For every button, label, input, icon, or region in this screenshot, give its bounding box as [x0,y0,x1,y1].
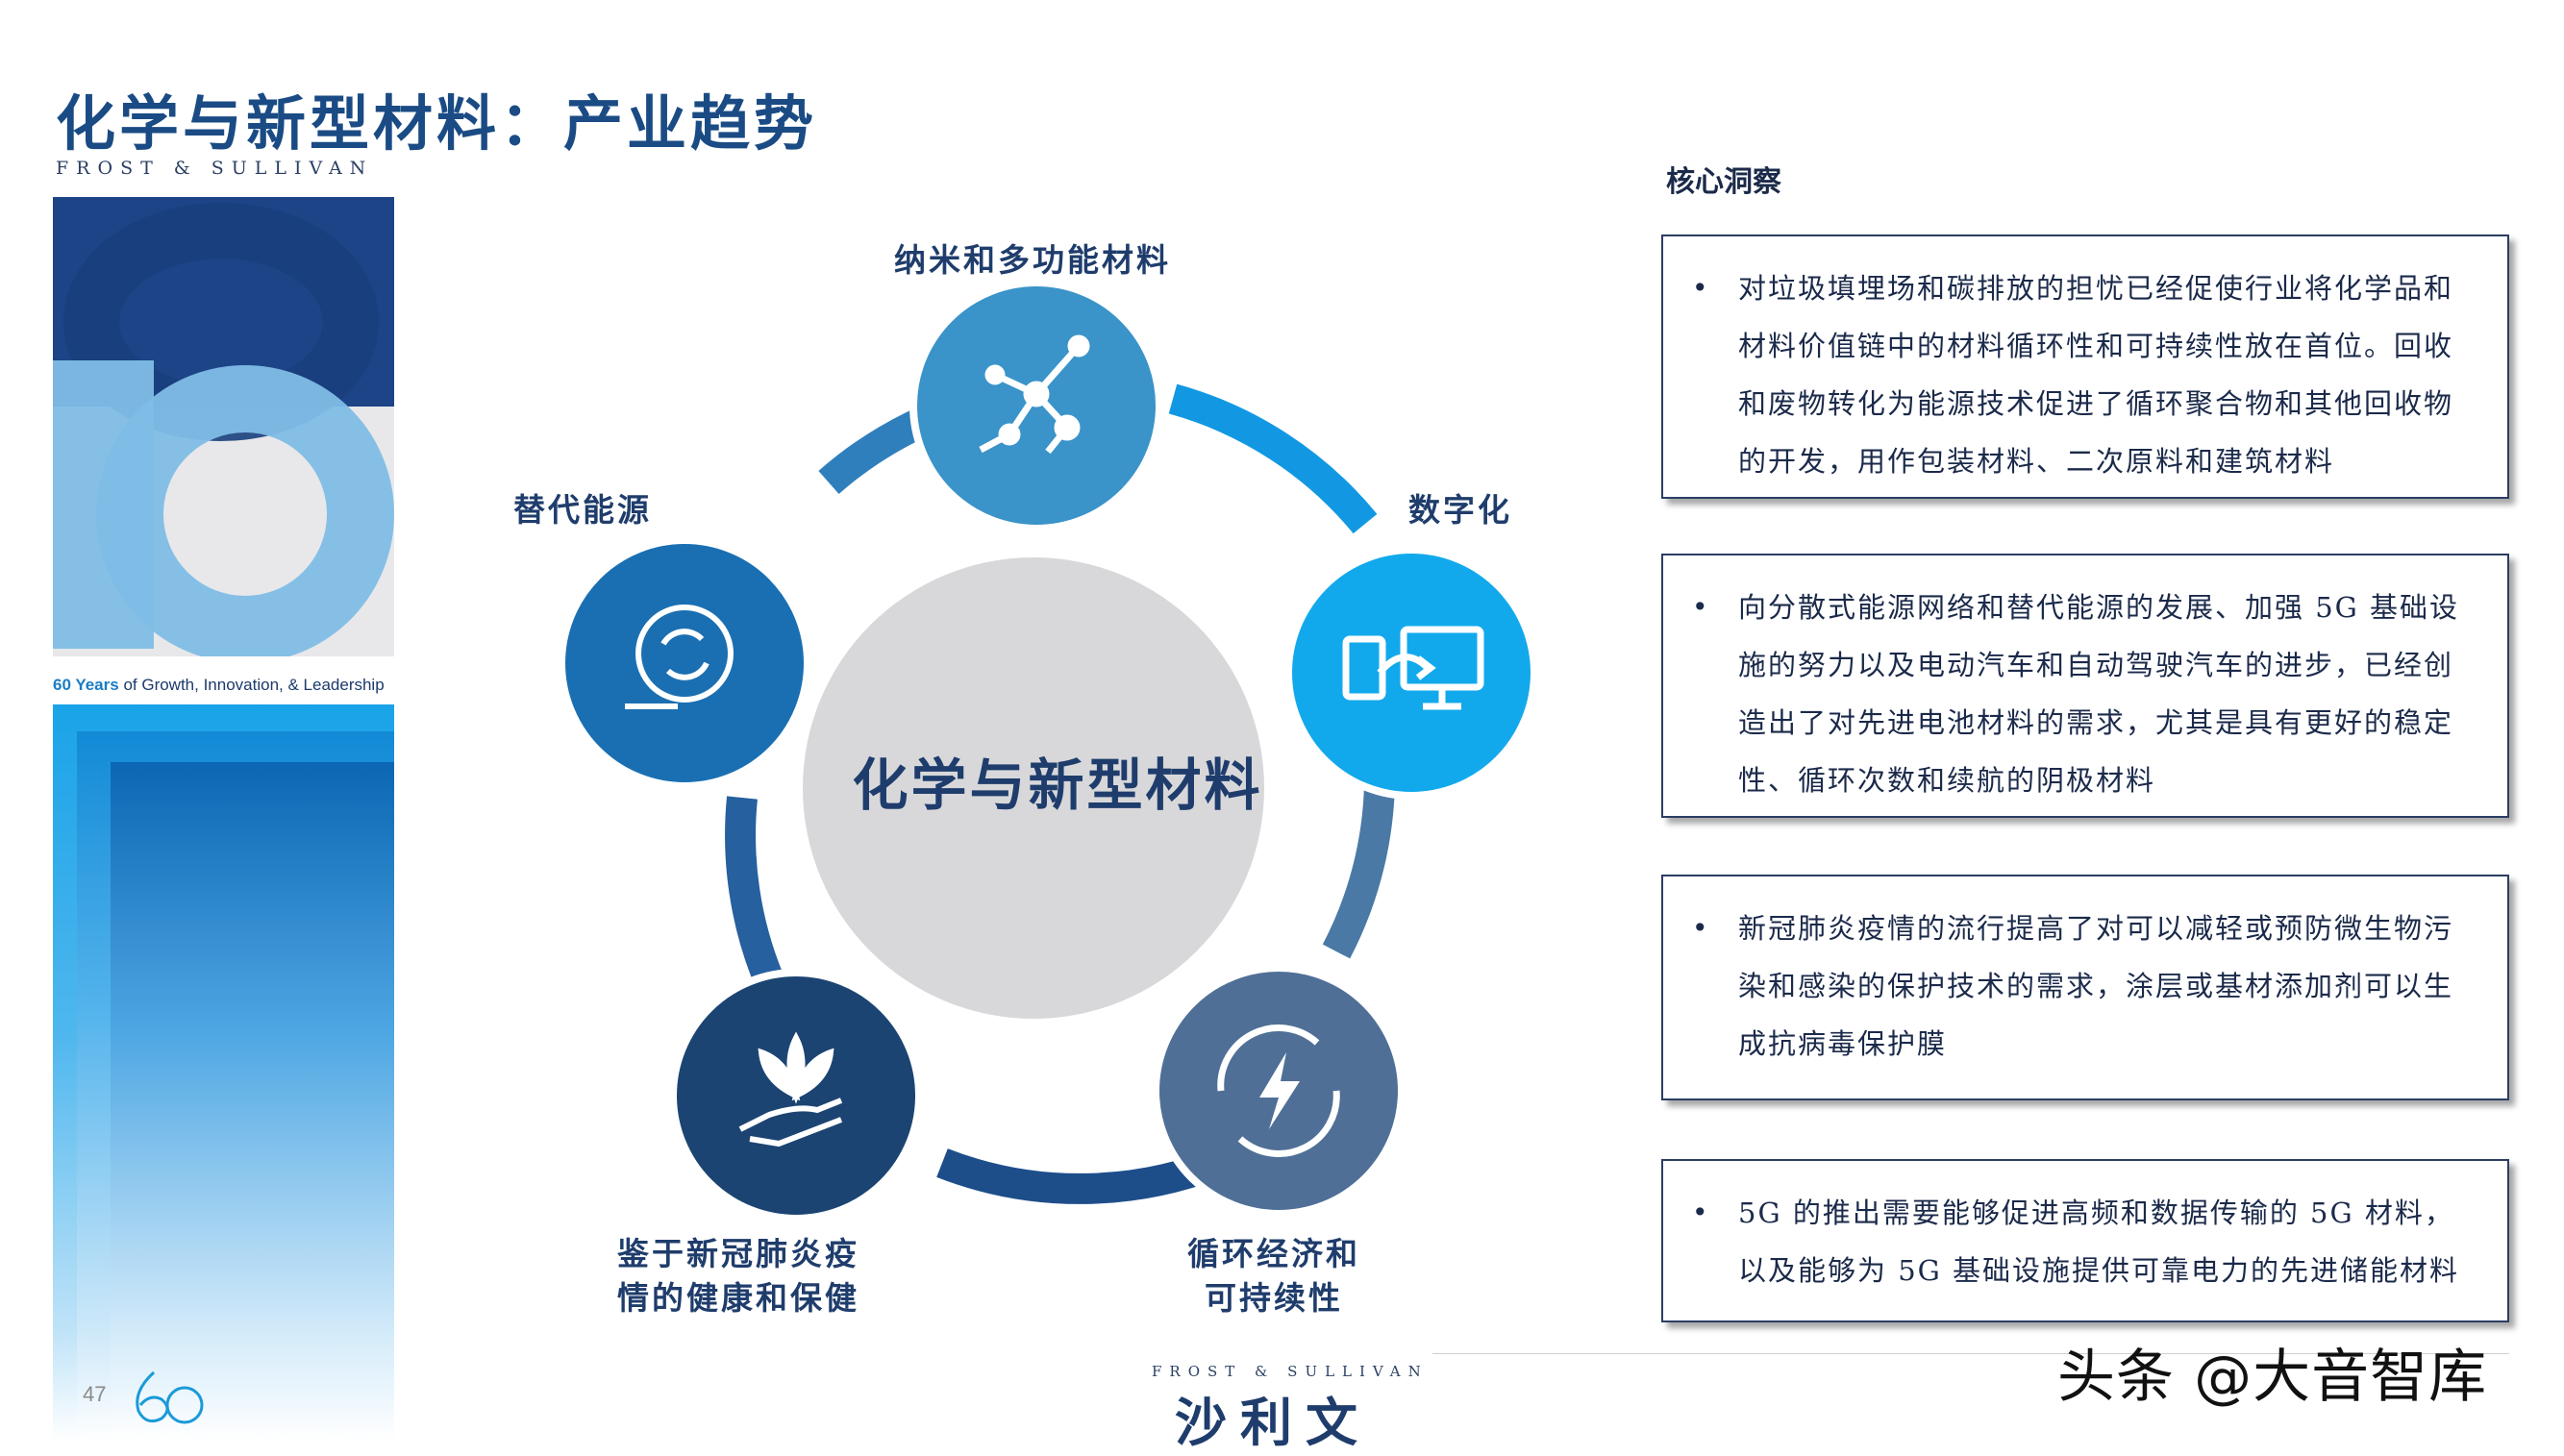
node-label-digital: 数字化 [1408,491,1512,529]
decorative-gradient-panel [53,704,394,1442]
hand-lotus-icon [738,1031,843,1148]
insight-card-4: • 5G 的推出需要能够促进高频和数据传输的 5G 材料，以及能够为 5G 基础… [1661,1159,2509,1322]
footer-brand-cn: 沙利文 [1175,1392,1371,1453]
diagram-center-label: 化学与新型材料 [852,753,1263,818]
insight-card-1: • 对垃圾填埋场和碳排放的担忧已经促使行业将化学品和材料价值链中的材料循环性和可… [1661,234,2509,499]
molecule-icon [979,334,1090,455]
watermark: 头条 @大音智库 [2057,1344,2488,1411]
60-years-logo-icon [136,1370,204,1424]
center-circle [803,557,1264,1019]
trend-cycle-diagram: 化学与新型材料 纳米和多功能材料 数字化 循环经济和可持续性 鉴于新冠肺炎疫情的… [510,192,1596,1345]
brand-wordmark: FROST & SULLIVAN [56,158,374,179]
deco-caption: 60 Years of Growth, Innovation, & Leader… [53,676,385,694]
node-label-health: 鉴于新冠肺炎疫情的健康和保健 [617,1235,859,1317]
digital-transfer-icon [1342,626,1484,710]
circular-energy-icon [1217,1024,1340,1158]
insight-card-2: • 向分散式能源网络和替代能源的发展、加强 5G 基础设施的努力以及电动汽车和自… [1661,554,2509,818]
insight-card-3: • 新冠肺炎疫情的流行提高了对可以减轻或预防微生物污染和感染的保护技术的需求，涂… [1661,875,2509,1100]
insights-title: 核心洞察 [1666,165,1781,199]
node-label-alt-energy: 替代能源 [513,491,652,529]
footer-brand-en: FROST & SULLIVAN [1152,1363,1429,1380]
page-title: 化学与新型材料：产业趋势 [56,88,818,159]
node-label-circular: 循环经济和可持续性 [1187,1235,1360,1317]
node-label-nano: 纳米和多功能材料 [894,241,1171,279]
footer-divider [1432,1353,2509,1354]
recycle-energy-icon [625,605,734,709]
page-number: 47 [83,1382,107,1406]
decorative-60-graphic [53,197,394,656]
